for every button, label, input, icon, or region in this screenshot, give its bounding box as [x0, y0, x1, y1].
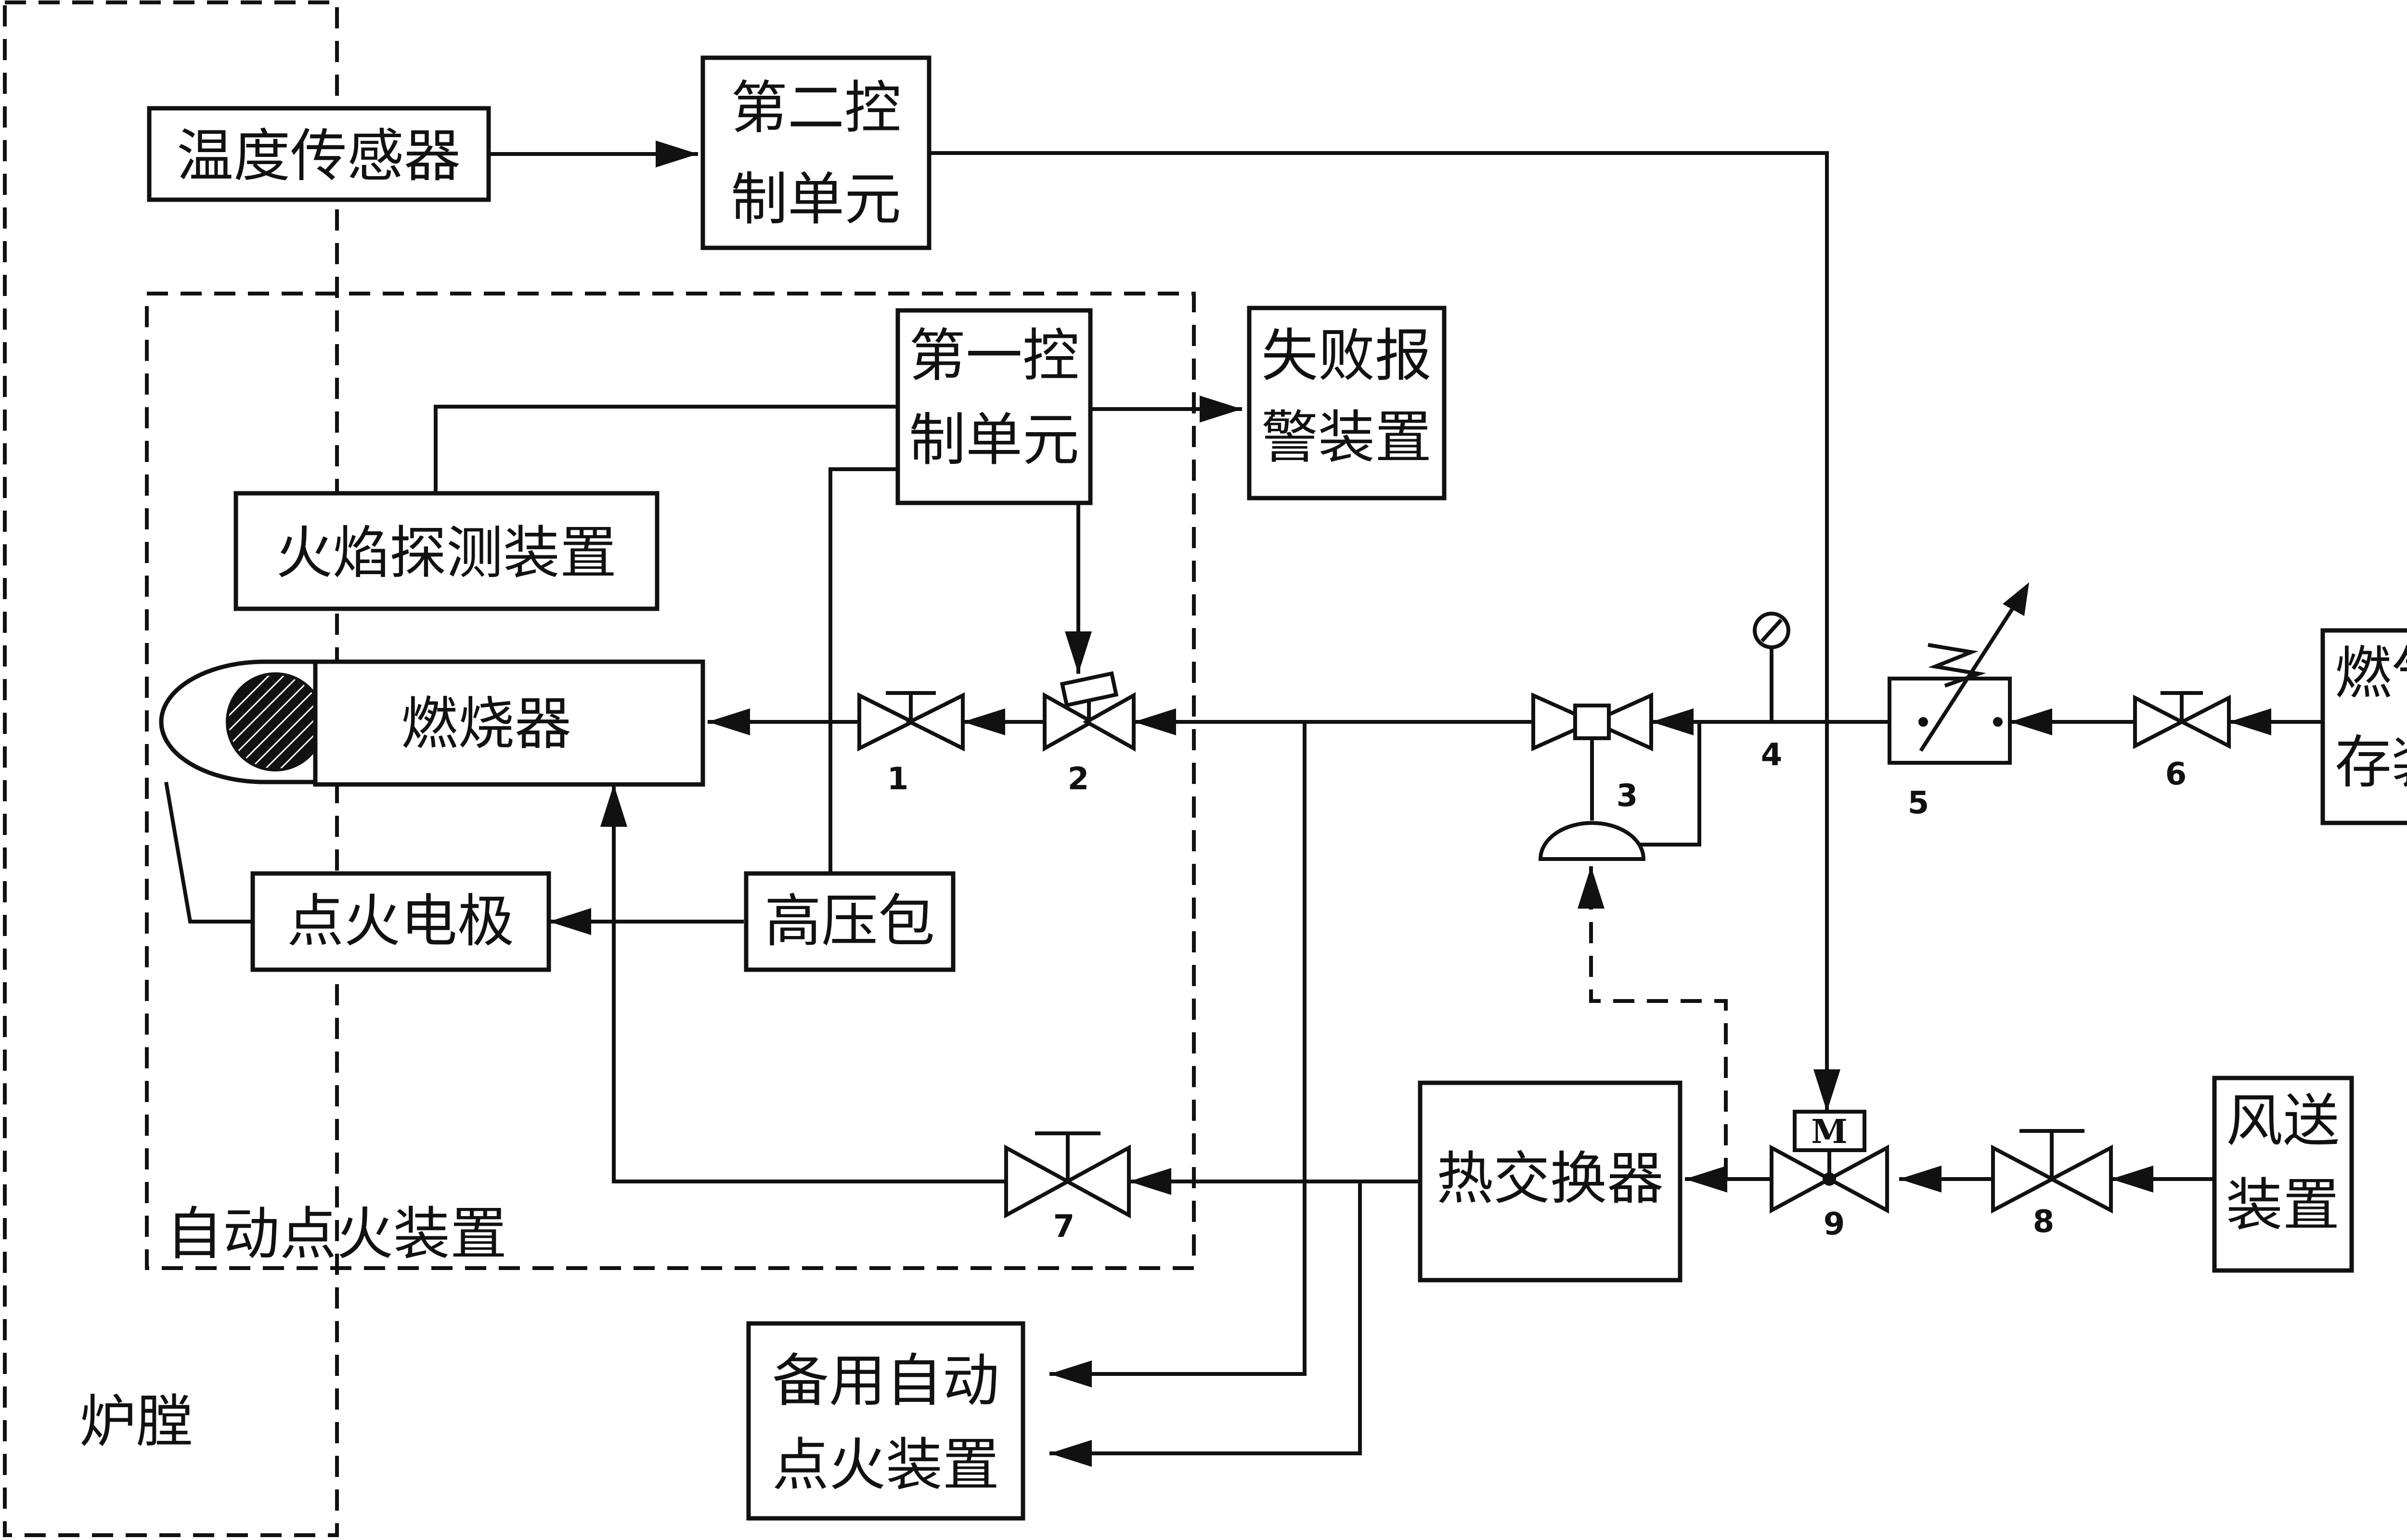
node-alarm: 失败报 警装置: [1247, 306, 1447, 500]
valve-8: 8: [1991, 1129, 2113, 1240]
gauge-4: 4: [1753, 612, 1790, 773]
flame-icon: [226, 672, 325, 771]
valve-3: 3: [1531, 692, 1653, 861]
backup-label-1: 备用自动: [772, 1348, 999, 1414]
node-gas-store: 燃气储 存装置: [2320, 628, 2407, 825]
auto-ignition-boundary: [145, 292, 1196, 1270]
node-ctrl2: 第二控 制单元: [700, 55, 932, 250]
valve-6-number: 6: [2165, 757, 2187, 792]
connection-lines: [164, 141, 2323, 1467]
gauge-4-number: 4: [1761, 737, 1783, 773]
heat-exchanger-label: 热交换器: [1436, 1145, 1664, 1212]
valve-7: 7: [1004, 1131, 1131, 1245]
ctrl1-label-2: 制单元: [909, 407, 1079, 473]
blower-label-1: 风送: [2226, 1088, 2340, 1154]
valve-3-number: 3: [1617, 778, 1638, 814]
gas-store-label-1: 燃气储: [2335, 640, 2407, 706]
auto-ignition-label: 自动点火装置: [166, 1201, 507, 1267]
node-ignition-electrode: 点火电极: [250, 871, 551, 972]
furnace-label: 炉膛: [79, 1388, 193, 1455]
hv-pack-label: 高压包: [764, 888, 935, 954]
node-backup-ignition: 备用自动 点火装置: [746, 1321, 1025, 1521]
valve-6: 6: [2133, 691, 2231, 792]
valve-7-number: 7: [1053, 1209, 1075, 1245]
node-temp-sensor: 温度传感器: [147, 106, 491, 202]
valve-2-number: 2: [1068, 761, 1089, 797]
node-burner: 燃烧器: [159, 659, 705, 787]
motor-icon: [1793, 1110, 1866, 1152]
flame-detector-label: 火焰探测装置: [276, 520, 617, 586]
node-flame-detector: 火焰探测装置: [233, 491, 660, 611]
burner-label: 燃烧器: [401, 691, 571, 757]
gas-store-label-2: 存装置: [2335, 729, 2407, 796]
valve-1-number: 1: [887, 761, 909, 797]
backup-label-2: 点火装置: [772, 1432, 999, 1498]
node-heat-exchanger: 热交换器: [1418, 1080, 1682, 1283]
diaphragm-icon: [1538, 821, 1646, 861]
node-hv-pack: 高压包: [744, 871, 956, 972]
valve-8-number: 8: [2033, 1204, 2055, 1240]
motor-label: M: [1811, 1113, 1847, 1151]
ignition-electrode-label: 点火电极: [287, 888, 514, 954]
valve-9: M 9: [1770, 1110, 1889, 1242]
valve-2: 2: [1043, 671, 1136, 797]
alarm-label-1: 失败报: [1261, 322, 1432, 389]
node-blower: 风送 装置: [2212, 1076, 2354, 1273]
valve-9-number: 9: [1824, 1206, 1845, 1242]
blower-label-2: 装置: [2226, 1172, 2340, 1238]
regulator-5-number: 5: [1908, 785, 1929, 821]
ctrl1-label-1: 第一控: [909, 322, 1079, 389]
regulator-5: 5: [1888, 582, 2029, 821]
node-ctrl1: 第一控 制单元: [895, 308, 1093, 505]
valve-1: 1: [857, 691, 965, 797]
ctrl2-label-2: 制单元: [731, 166, 901, 232]
temp-sensor-label: 温度传感器: [177, 123, 461, 189]
alarm-label-2: 警装置: [1261, 404, 1432, 471]
ctrl2-label-1: 第二控: [731, 75, 901, 141]
